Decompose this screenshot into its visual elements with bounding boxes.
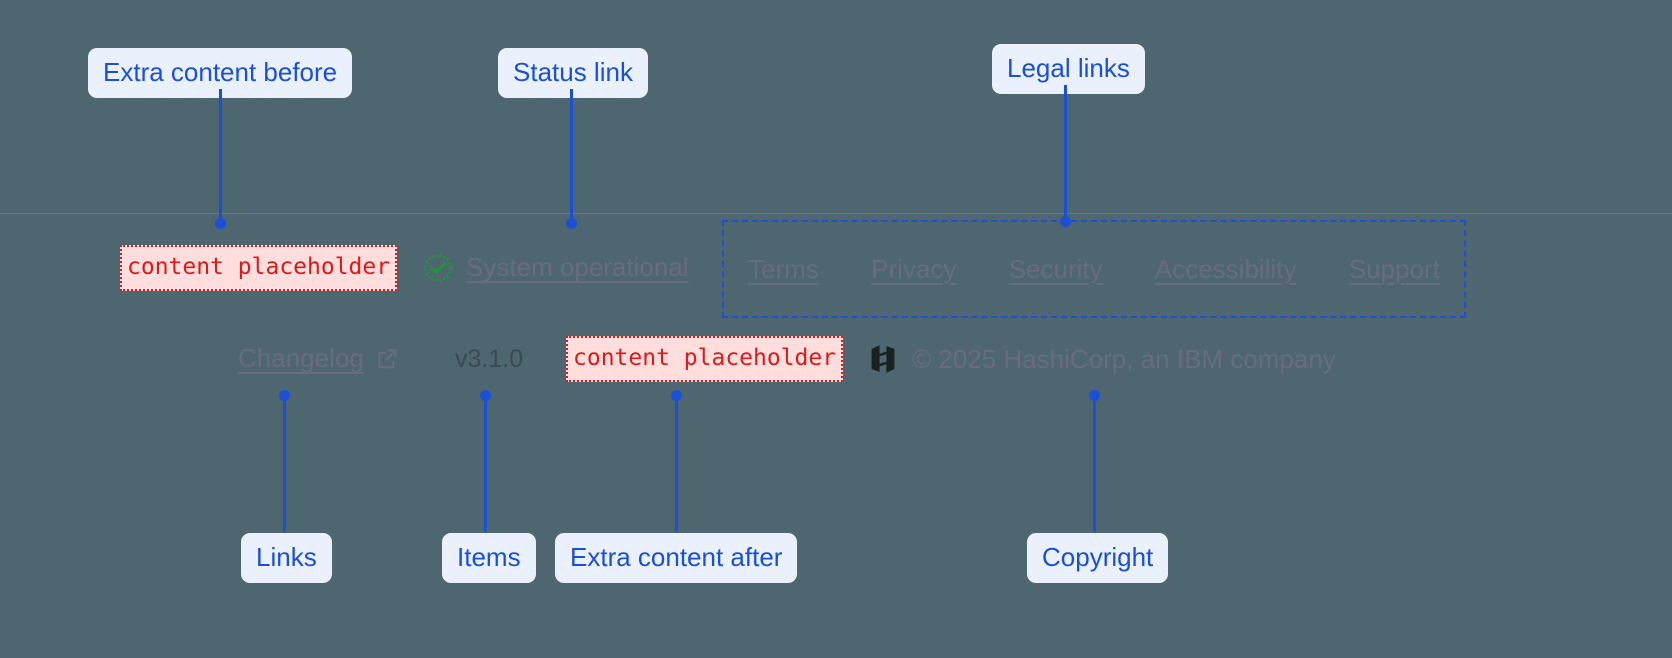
copyright-text: © 2025 HashiCorp, an IBM company: [912, 343, 1336, 374]
status-link-label: System operational: [466, 252, 689, 282]
changelog-link[interactable]: Changelog: [238, 343, 400, 374]
connector-dot-items: [480, 390, 491, 401]
footer-extra-content-after-slot: content placeholder: [566, 336, 844, 382]
footer-top-divider: [0, 213, 1672, 214]
connector-dot-status-link: [566, 218, 577, 229]
connector-items: [484, 396, 487, 532]
status-link[interactable]: System operational: [423, 252, 689, 283]
legal-link-terms[interactable]: Terms: [748, 253, 819, 284]
connector-legal-links: [1064, 85, 1067, 217]
content-placeholder-after: content placeholder: [566, 336, 844, 382]
connector-dot-extra-content-before: [215, 218, 226, 229]
version-label: v3.1.0: [455, 345, 524, 373]
check-circle-icon: [424, 253, 452, 282]
connector-links: [283, 396, 286, 532]
connector-dot-extra-content-after: [671, 390, 682, 401]
legal-link-security[interactable]: Security: [1008, 253, 1103, 284]
legal-links-group: Terms Privacy Security Accessibility Sup…: [722, 220, 1466, 318]
legal-link-support[interactable]: Support: [1348, 253, 1440, 284]
legal-link-privacy[interactable]: Privacy: [871, 253, 957, 284]
connector-extra-content-before: [219, 89, 222, 218]
callout-copyright: Copyright: [1027, 533, 1169, 583]
callout-links: Links: [241, 533, 332, 583]
legal-links-highlight-box: [722, 220, 1466, 318]
external-link-icon: [378, 348, 397, 368]
hashicorp-logo: [871, 345, 895, 373]
connector-copyright: [1093, 396, 1096, 532]
connector-dot-links: [279, 390, 290, 401]
callout-extra-content-after: Extra content after: [555, 533, 798, 583]
callout-items: Items: [442, 533, 536, 583]
callout-legal-links: Legal links: [992, 44, 1145, 94]
connector-dot-copyright: [1089, 390, 1100, 401]
footer-extra-content-before-slot: content placeholder: [120, 245, 398, 291]
content-placeholder-before: content placeholder: [120, 245, 398, 291]
version-item: v3.1.0: [455, 345, 523, 374]
copyright-block: © 2025 HashiCorp, an IBM company: [868, 343, 1336, 375]
changelog-label: Changelog: [238, 343, 364, 373]
connector-extra-content-after: [675, 396, 678, 532]
legal-link-accessibility[interactable]: Accessibility: [1154, 253, 1297, 284]
connector-status-link: [570, 89, 573, 218]
